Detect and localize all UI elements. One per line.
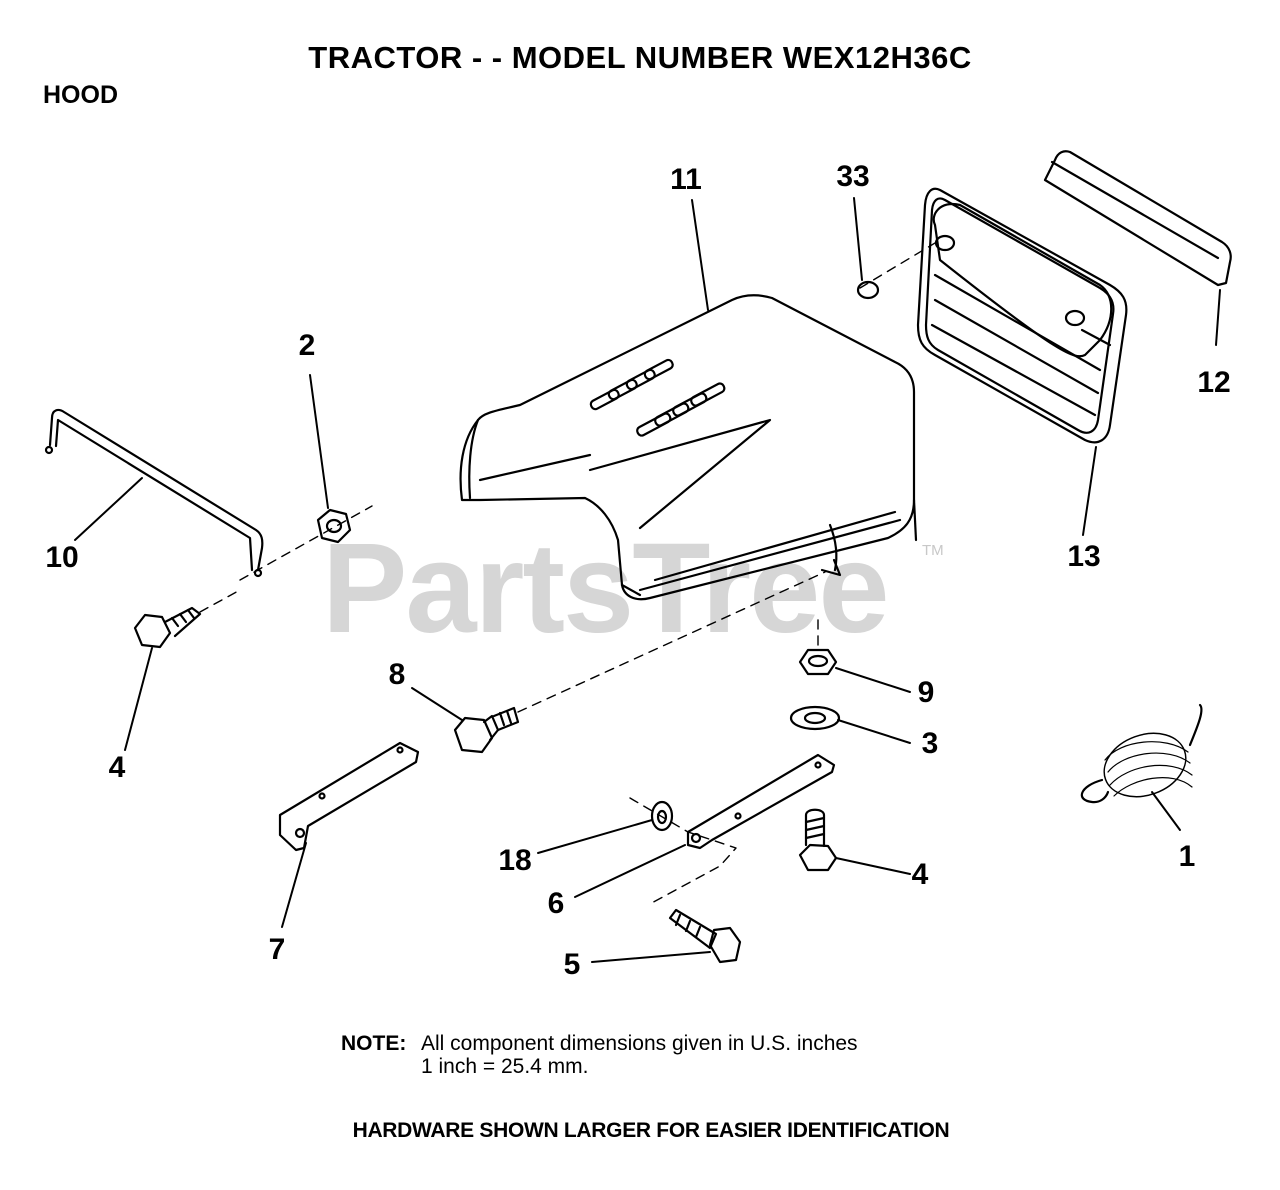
page-title: TRACTOR - - MODEL NUMBER WEX12H36C bbox=[308, 40, 972, 75]
callout-10[interactable]: 10 bbox=[45, 541, 79, 574]
part-1-spring[interactable] bbox=[1080, 703, 1203, 808]
callout-4-left[interactable]: 4 bbox=[108, 751, 126, 784]
part-4-bolt-right[interactable] bbox=[798, 808, 838, 872]
leader-lines bbox=[74, 197, 1221, 963]
section-title: HOOD bbox=[43, 81, 118, 109]
assembly-lines bbox=[199, 239, 941, 906]
callout-12[interactable]: 12 bbox=[1197, 366, 1231, 399]
callout-4-right[interactable]: 4 bbox=[911, 858, 929, 891]
part-10-hood-rod[interactable] bbox=[44, 408, 264, 578]
callout-2[interactable]: 2 bbox=[298, 329, 316, 362]
part-7-bracket[interactable] bbox=[278, 741, 420, 852]
callout-8[interactable]: 8 bbox=[388, 658, 406, 691]
callout-13[interactable]: 13 bbox=[1067, 540, 1101, 573]
watermark-trademark: TM bbox=[922, 542, 944, 559]
part-5-bolt[interactable] bbox=[668, 908, 742, 964]
callout-5[interactable]: 5 bbox=[563, 948, 581, 981]
part-13-grille[interactable] bbox=[916, 187, 1128, 444]
part-2-nut[interactable] bbox=[316, 508, 352, 544]
callout-7[interactable]: 7 bbox=[268, 933, 286, 966]
part-4-bolt-left[interactable] bbox=[133, 606, 202, 649]
hardware-footer: HARDWARE SHOWN LARGER FOR EASIER IDENTIF… bbox=[352, 1119, 950, 1142]
dimension-note: NOTE: All component dimensions given in U… bbox=[341, 1032, 858, 1078]
part-11-hood[interactable] bbox=[459, 294, 918, 601]
callout-6[interactable]: 6 bbox=[547, 887, 565, 920]
part-18-washer[interactable] bbox=[650, 800, 674, 832]
note-label: NOTE: bbox=[341, 1032, 407, 1055]
callout-3[interactable]: 3 bbox=[921, 727, 939, 760]
part-3-washer[interactable] bbox=[789, 705, 841, 731]
note-line-1: All component dimensions given in U.S. i… bbox=[421, 1032, 858, 1055]
part-33-plug[interactable] bbox=[856, 280, 880, 300]
note-line-2: 1 inch = 25.4 mm. bbox=[421, 1055, 589, 1078]
part-9-nut[interactable] bbox=[798, 648, 838, 676]
callout-1[interactable]: 1 bbox=[1178, 840, 1196, 873]
callout-9[interactable]: 9 bbox=[917, 676, 935, 709]
callout-11[interactable]: 11 bbox=[670, 163, 702, 196]
part-6-bracket[interactable] bbox=[686, 753, 836, 850]
callout-18[interactable]: 18 bbox=[498, 844, 532, 877]
part-8-bolt[interactable] bbox=[453, 706, 520, 754]
callout-33[interactable]: 33 bbox=[836, 160, 870, 193]
part-12-emblem[interactable] bbox=[1043, 150, 1232, 287]
